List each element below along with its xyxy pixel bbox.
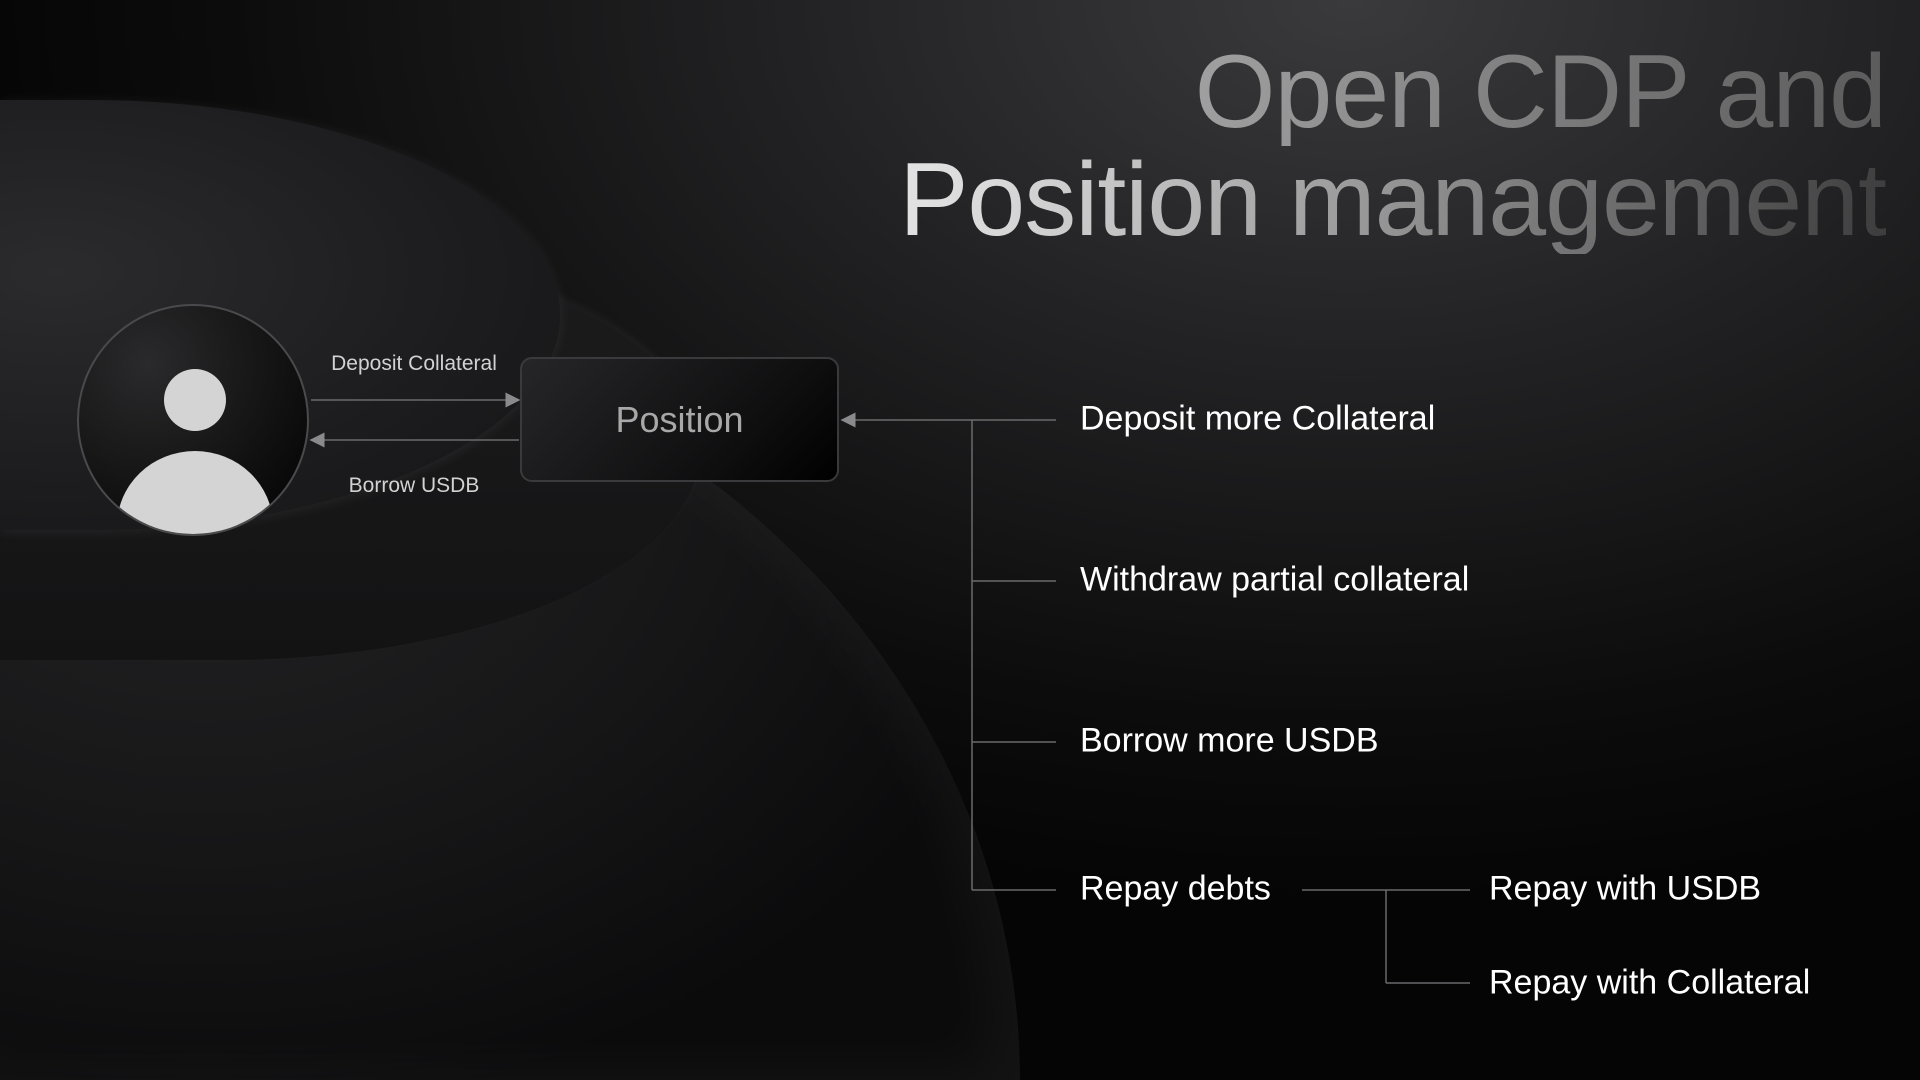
position-node: Position — [520, 357, 839, 482]
page-title: Open CDP and Position management — [626, 38, 1887, 254]
repay-option-collateral: Repay with Collateral — [1489, 963, 1811, 1002]
action-withdraw-partial-collateral: Withdraw partial collateral — [1080, 560, 1470, 599]
action-deposit-more-collateral: Deposit more Collateral — [1080, 399, 1436, 438]
title-line-1: Open CDP and — [626, 38, 1887, 146]
avatar-head — [164, 369, 226, 431]
user-avatar-icon — [77, 304, 309, 536]
repay-option-usdb: Repay with USDB — [1489, 869, 1762, 908]
action-repay-debts: Repay debts — [1080, 869, 1271, 908]
borrow-usdb-label: Borrow USDB — [348, 474, 480, 497]
deposit-collateral-label: Deposit Collateral — [331, 352, 497, 375]
action-borrow-more-usdb: Borrow more USDB — [1080, 721, 1379, 760]
position-label: Position — [615, 398, 744, 440]
title-line-2: Position management — [626, 146, 1887, 254]
